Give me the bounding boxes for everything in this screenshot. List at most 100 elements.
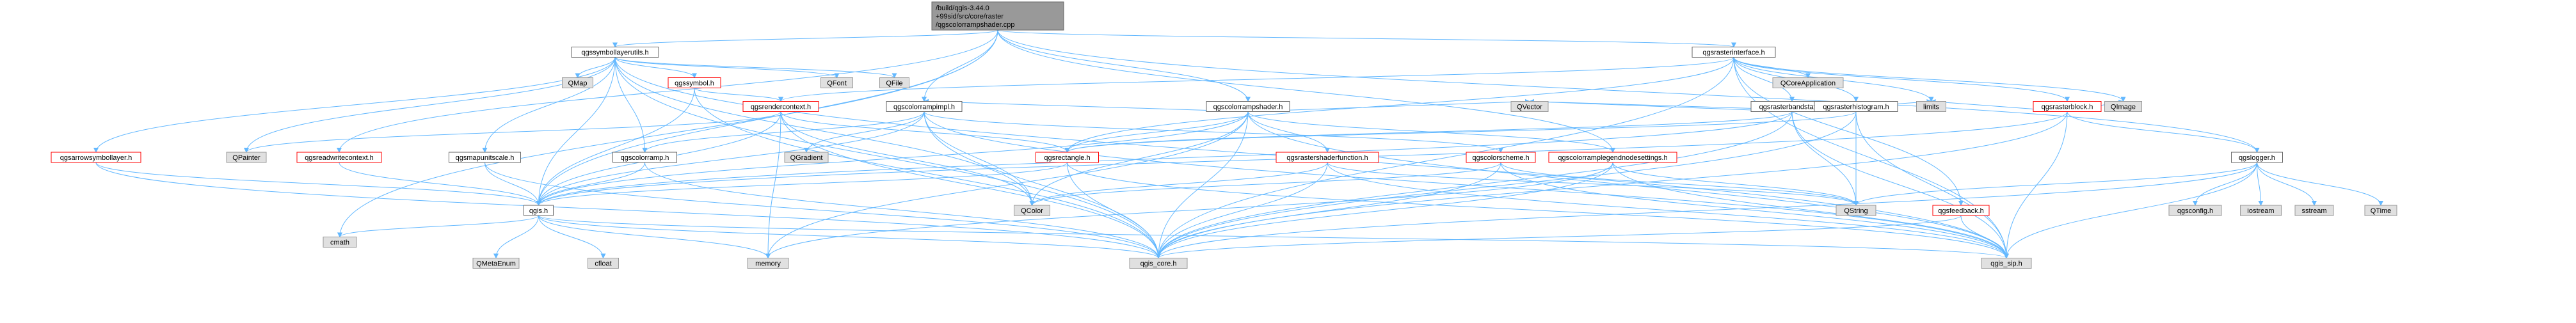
edge-qgsrectangle_h-to-qgis_sip_h [1067,162,2009,259]
node-box [588,258,619,269]
node-qgscolorrampimpl_h[interactable]: qgscolorrampimpl.h [886,101,963,112]
edge-qgis_h-to-qgis_core_h [538,215,1161,259]
node-cmath: cmath [323,237,357,248]
node-qgsarrowsymbollayer_h[interactable]: qgsarrowsymbollayer.h [51,152,141,163]
edge-qgscolorscheme_h-to-qgis_sip_h [1500,162,2009,259]
node-QColor: QColor [1014,205,1050,216]
node-box [1836,205,1876,216]
edge-qgscolorscheme_h-to-QColor [1029,162,1501,206]
node-qgsfeedback_h[interactable]: qgsfeedback.h [1932,205,1990,216]
edge-qgscolorrampshader_h-to-qgis_h [536,111,1249,206]
node-qgsreadwritecontext_h[interactable]: qgsreadwritecontext.h [296,152,382,163]
edge-root-to-qgssymbollayerutils_h [612,29,998,48]
node-box [1981,258,2032,269]
edge-qgsreadwritecontext_h-to-qgis_h [339,162,541,206]
edge-qgscolorscheme_h-to-qgis_core_h [1156,162,1501,259]
node-memory: memory [747,258,789,269]
edge-qgssymbollayerutils_h-to-qgssymbol_h [614,57,697,79]
node-label: QMetaEnum [476,260,516,268]
node-label: /build/qgis-3.44.0 [936,4,989,12]
edge-qgsrasterinterface_h-to-qgsrasterbandstats_h [1733,57,1795,102]
node-label: memory [755,260,781,268]
edge-qgslogger_h-to-qgis_sip_h [2004,162,2257,259]
edge-qgscolorrampimpl_h-to-QGradient [804,111,925,153]
node-box [1692,47,1776,58]
node-QGradient: QGradient [784,152,829,163]
node-qgssymbollayerutils_h[interactable]: qgssymbollayerutils.h [571,47,659,58]
edge-qgssymbollayerutils_h-to-QFile [614,57,897,79]
node-qgsrasterhistogram_h[interactable]: qgsrasterhistogram.h [1814,101,1898,112]
node-label: qgssymbollayerutils.h [581,49,648,57]
node-qgis_h[interactable]: qgis.h [524,205,554,216]
node-QImage: QImage [2104,101,2142,112]
edge-qgssymbol_h-to-qgis_core_h [694,88,1161,259]
node-label: QGradient [790,154,823,162]
node-qgslogger_h[interactable]: qgslogger.h [2231,152,2283,163]
node-qgsrectangle_h[interactable]: qgsrectangle.h [1036,152,1099,163]
node-box [1466,152,1536,163]
node-label: qgscolorramplegendnodesettings.h [1558,154,1667,162]
node-QTime: QTime [2364,205,2397,216]
edge-qgsrendercontext_h-to-qgis_core_h [780,111,1161,259]
node-label: qgsmapunitscale.h [456,154,515,162]
edge-qgsrasterinterface_h-to-QImage [1733,57,2126,102]
edge-qgsrastershaderfunction_h-to-qgis_sip_h [1327,162,2009,259]
edge-qgsrasterinterface_h-to-qgis_sip_h [1733,57,2009,259]
node-label: qgsrastershaderfunction.h [1286,154,1368,162]
edge-qgslogger_h-to-iostream [2257,162,2264,206]
edge-qgssymbollayerutils_h-to-QColor [614,57,1035,206]
node-box [2231,152,2283,163]
edge-qgslogger_h-to-qgis_core_h [1156,162,2257,259]
node-label: qgsrasterhistogram.h [1823,104,1889,111]
edge-qgslogger_h-to-QTime [2257,162,2383,206]
edge-qgis_h-to-cfloat [538,215,606,259]
node-qgscolorrampshader_h[interactable]: qgscolorrampshader.h [1206,101,1290,112]
edge-qgsrasterinterface_h-to-qgsrendercontext_h [778,57,1734,102]
node-box [2168,205,2222,216]
node-qgsrastershaderfunction_h[interactable]: qgsrastershaderfunction.h [1276,152,1379,163]
edge-qgsrendercontext_h-to-QColor [780,111,1035,206]
node-label: qgsrendercontext.h [751,104,811,111]
edge-root-to-qgscolorrampshader_h [997,29,1251,102]
node-qgscolorramp_h[interactable]: qgscolorramp.h [612,152,677,163]
edge-qgssymbollayerutils_h-to-QFont [614,57,840,79]
node-qgsrasterblock_h[interactable]: qgsrasterblock.h [2033,101,2102,112]
edge-qgsmapunitscale_h-to-qgis_h [484,162,541,206]
edge-qgsrendercontext_h-to-qgsrectangle_h [780,111,1070,153]
edge-qgsrasterbandstats_h-to-qgsrectangle_h [1064,111,1793,153]
edge-qgscolorramp_h-to-qgis_h [536,162,645,206]
edge-layer [93,29,2383,259]
node-qgscolorscheme_h[interactable]: qgscolorscheme.h [1466,152,1536,163]
edge-qgscolorramplegendnodesettings_h-to-QString [1612,162,1859,206]
node-qgis_core_h: qgis_core.h [1129,258,1188,269]
node-qgsmapunitscale_h[interactable]: qgsmapunitscale.h [449,152,521,163]
node-label: qgsarrowsymbollayer.h [60,154,132,162]
node-box [323,237,357,248]
node-box [612,152,677,163]
edge-qgscolorrampimpl_h-to-QColor [924,111,1035,206]
node-label: QString [1844,207,1868,215]
node-QMetaEnum: QMetaEnum [472,258,520,269]
edge-qgsarrowsymbollayer_h-to-qgis_h [95,162,541,206]
edge-root-to-qgslogger_h [997,29,2260,153]
edge-qgssymbollayerutils_h-to-qgscolorramp_h [614,57,648,153]
edge-qgsrasterbandstats_h-to-QVector [1529,98,1793,112]
edge-qgsrasterhistogram_h-to-qgsrectangle_h [1064,111,1857,153]
edge-qgssymbollayerutils_h-to-qgis_h [536,57,616,206]
edge-qgscolorrampshader_h-to-memory [765,111,1249,259]
node-QFont: QFont [820,77,853,88]
node-box [562,77,593,88]
node-label: qgslogger.h [2239,154,2275,162]
node-qgscolorramplegendnodesettings_h[interactable]: qgscolorramplegendnodesettings.h [1548,152,1677,163]
node-box [820,77,853,88]
edge-qgscolorrampimpl_h-to-qgscolorramp_h [642,111,925,153]
node-qgsrendercontext_h[interactable]: qgsrendercontext.h [742,101,819,112]
node-qgssymbol_h[interactable]: qgssymbol.h [668,77,721,88]
node-qgsrasterinterface_h[interactable]: qgsrasterinterface.h [1692,47,1776,58]
edge-qgsrastershaderfunction_h-to-QColor [1029,162,1328,206]
node-root[interactable]: /build/qgis-3.44.0+99sid/src/core/raster… [931,1,1064,31]
edge-qgsrasterblock_h-to-qgslogger_h [2067,111,2260,153]
node-layer: /build/qgis-3.44.0+99sid/src/core/raster… [51,1,2397,269]
edge-qgscolorscheme_h-to-QString [1500,162,1859,206]
edge-qgslogger_h-to-qgsconfig_h [2193,162,2257,206]
